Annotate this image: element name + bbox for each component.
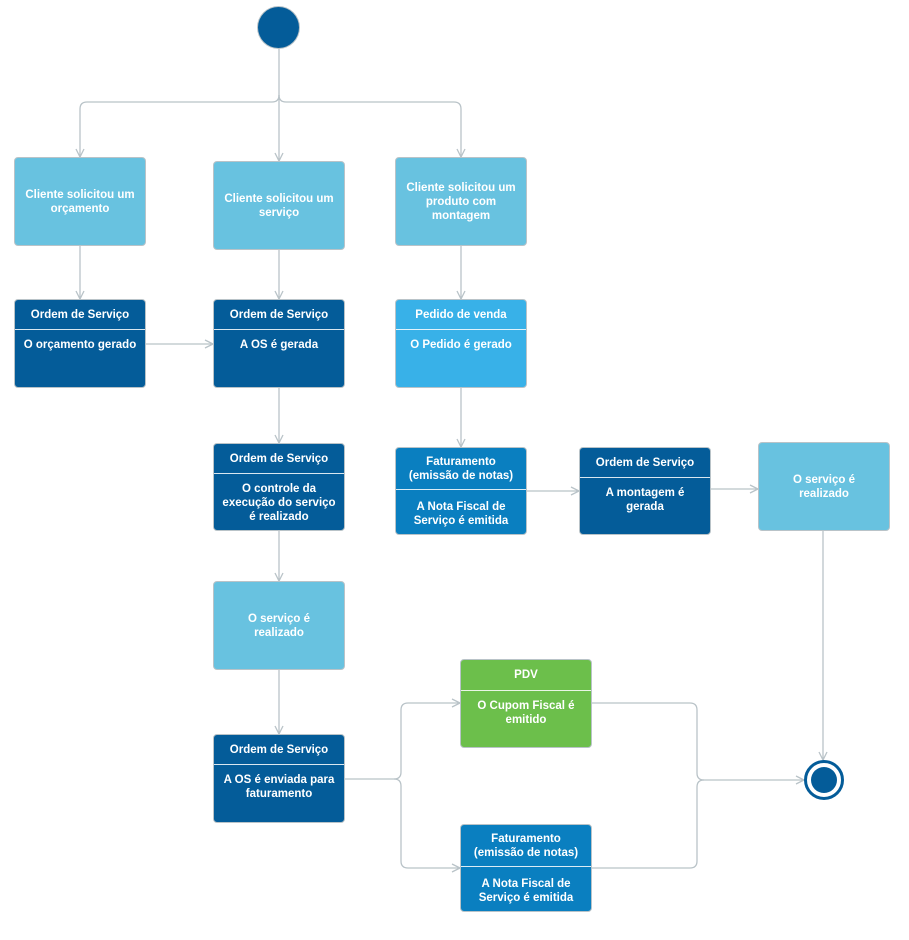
- end-node-dot: [811, 767, 837, 793]
- node-title: Ordem de Serviço: [214, 444, 344, 474]
- node-os-billing[interactable]: Ordem de Serviço A OS é enviada para fat…: [213, 734, 345, 823]
- node-service-done-2[interactable]: O serviço é realizado: [213, 581, 345, 670]
- node-billing-1[interactable]: Faturamento (emissão de notas) A Nota Fi…: [395, 447, 527, 535]
- end-node: [804, 760, 844, 800]
- node-os-quote[interactable]: Ordem de Serviço O orçamento gerado: [14, 299, 146, 388]
- edge-osbilling-to-billing2: [393, 778, 460, 868]
- start-node: [258, 7, 299, 48]
- node-sales-order[interactable]: Pedido de venda O Pedido é gerado: [395, 299, 527, 388]
- node-text: O orçamento gerado: [23, 339, 137, 351]
- node-text: A OS é enviada para faturamento: [223, 774, 335, 800]
- node-text: A Nota Fiscal de Serviço é emitida: [413, 501, 509, 527]
- node-os-control[interactable]: Ordem de Serviço O controle da execução …: [213, 443, 345, 531]
- edge-start-to-product: [278, 94, 461, 157]
- node-title: Ordem de Serviço: [214, 300, 344, 330]
- edge-osbilling-split: [344, 703, 460, 780]
- node-pdv[interactable]: PDV O Cupom Fiscal é emitido: [460, 659, 592, 748]
- node-title: PDV: [461, 660, 591, 691]
- node-title: Ordem de Serviço: [580, 448, 710, 478]
- node-text: O Pedido é gerado: [410, 339, 512, 351]
- node-label: Cliente solicitou um produto com montage…: [406, 181, 516, 222]
- node-os-generated[interactable]: Ordem de Serviço A OS é gerada: [213, 299, 345, 388]
- node-title: Pedido de venda: [396, 300, 526, 330]
- edge-billing2-merge: [591, 779, 705, 869]
- node-text: A OS é gerada: [239, 339, 319, 351]
- edge-start-to-quote: [80, 94, 280, 157]
- node-label: O serviço é realizado: [792, 473, 855, 500]
- node-service-done-1[interactable]: O serviço é realizado: [758, 442, 890, 531]
- node-billing-2[interactable]: Faturamento (emissão de notas) A Nota Fi…: [460, 824, 592, 912]
- node-request-service[interactable]: Cliente solicitou um serviço: [213, 161, 345, 250]
- node-text: O Cupom Fiscal é emitido: [477, 700, 575, 726]
- node-title: Ordem de Serviço: [214, 735, 344, 765]
- node-text: O controle da execução do serviço é real…: [222, 483, 336, 523]
- node-title: Faturamento (emissão de notas): [461, 825, 591, 867]
- node-title: Faturamento (emissão de notas): [396, 448, 526, 490]
- node-request-product[interactable]: Cliente solicitou um produto com montage…: [395, 157, 527, 246]
- node-text: A Nota Fiscal de Serviço é emitida: [478, 878, 574, 904]
- node-text: A montagem é gerada: [605, 487, 685, 513]
- node-title: Ordem de Serviço: [15, 300, 145, 330]
- node-label: Cliente solicitou um orçamento: [25, 188, 135, 215]
- node-request-quote[interactable]: Cliente solicitou um orçamento: [14, 157, 146, 246]
- node-os-assembly[interactable]: Ordem de Serviço A montagem é gerada: [579, 447, 711, 535]
- node-label: O serviço é realizado: [247, 612, 310, 639]
- node-label: Cliente solicitou um serviço: [224, 192, 334, 219]
- edge-pdv-merge: [591, 702, 804, 780]
